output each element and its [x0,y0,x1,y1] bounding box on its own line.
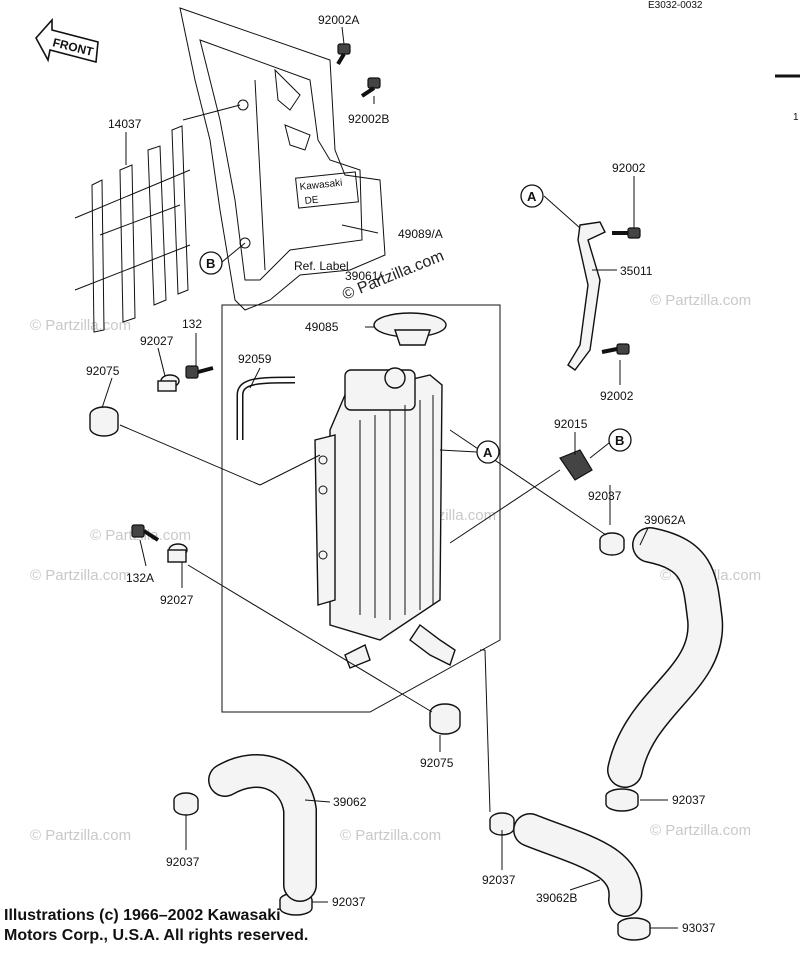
part-label-92037-right: 92037 [588,489,622,503]
grommet-92075 [89,406,119,437]
part-label-39062a: 39062A [644,513,685,527]
watermark: © Partzilla.com [30,827,131,844]
watermark: © Partzilla.com [30,567,131,584]
callout-a-mid: A [439,440,500,464]
part-label-92002-top: 92002 [612,161,646,175]
watermark: © Partzilla.com [30,317,131,334]
clamp-93037 [617,917,651,941]
callout-b-text: B [206,256,215,271]
callout-a-top: A [520,184,544,208]
bolt-92002b [360,77,381,98]
edge-mark: 1 [793,112,799,123]
part-label-39062: 39062 [333,795,367,809]
callout-b-text: B [615,433,624,448]
ref-label-text: Ref. Label [294,259,349,273]
copyright-line-2: Motors Corp., U.S.A. All rights reserved… [4,927,309,944]
part-label-39061: 39061/ [345,269,382,283]
bolt-132a [131,524,160,542]
part-label-35011: 35011 [620,264,653,278]
collar-92027-lower [167,543,188,563]
part-label-92037-bottom-left: 92037 [332,895,366,909]
part-label-132a: 132A [126,571,154,585]
part-label-92075-top: 92075 [86,364,120,378]
part-label-92037-center: 92037 [482,873,516,887]
copyright-line-1: Illustrations (c) 1966–2002 Kawasaki [4,907,281,924]
part-label-132: 132 [182,317,202,331]
label-art: Kawasaki [299,178,343,193]
watermark: © Partzilla.com [650,822,751,839]
part-label-92075-bottom: 92075 [420,756,454,770]
grommet-92075-lower [429,703,461,735]
clamp-92037-center [489,812,515,836]
callout-b-right: B [589,428,632,459]
overflow-tube [236,376,296,440]
radiator-core [314,367,456,669]
part-label-92002b: 92002B [348,112,389,126]
front-arrow-icon: FRONT [35,17,99,64]
bracket-35011 [567,221,641,371]
part-label-93037: 93037 [682,921,716,935]
radiator-shroud: Kawasaki DE Ref. Label [179,7,386,311]
part-label-92002a: 92002A [318,13,359,27]
part-label-39062b: 39062B [536,891,577,905]
clamp-92037-right [599,532,625,556]
part-label-92037-mid-right: 92037 [672,793,706,807]
part-label-92037-left: 92037 [166,855,200,869]
part-label-92059: 92059 [238,352,272,366]
part-label-14037: 14037 [108,117,142,131]
copyright-notice: Illustrations (c) 1966–2002 Kawasaki Mot… [4,906,424,946]
part-label-92002-bottom: 92002 [600,389,634,403]
watermark: © Partzilla.com [650,292,751,309]
collar-92027 [157,374,180,392]
watermark: © Partzilla.com [340,827,441,844]
diagram-reference-code: E3032-0032 [648,0,703,11]
clamp-92037-mid-right [605,788,639,812]
bolt-92002a [336,43,351,66]
part-label-92015: 92015 [554,417,588,431]
leader-lines [101,26,678,929]
callout-b-left: B [199,251,223,275]
callout-a-text: A [483,445,493,460]
part-label-49089a: 49089/A [398,227,443,241]
callout-a-text: A [527,189,537,204]
radiator-grille [74,125,191,333]
part-label-49085: 49085 [305,320,339,334]
damper-92015 [559,449,593,481]
part-labels: 92002A 92002B 14037 49089/A 92002 35011 … [86,13,716,935]
clamp-92037-left [173,792,199,816]
bolt-132 [185,365,214,379]
part-label-92027-top: 92027 [140,334,174,348]
part-label-92027-bottom: 92027 [160,593,194,607]
assembly-frame [221,304,501,713]
label-art: DE [304,195,319,207]
radiator-cap [373,312,447,346]
